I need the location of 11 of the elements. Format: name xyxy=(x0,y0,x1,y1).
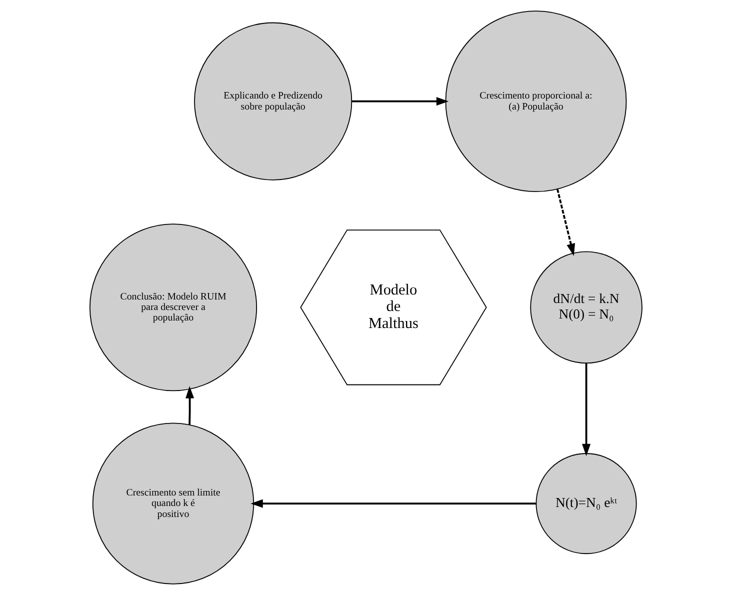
node-circle: Crescimento proporcional a: (a) População xyxy=(444,10,626,192)
arrow xyxy=(351,97,448,106)
node-circle: Crescimento sem limite quando k é positivo xyxy=(92,422,254,584)
arrow xyxy=(185,386,194,426)
arrow xyxy=(250,499,536,508)
arrow xyxy=(582,363,590,456)
node-circle: Conclusão: Modelo RUIM para descrever a população xyxy=(88,224,257,392)
node-circle: Explicando e Predizendo sobre população xyxy=(194,22,352,180)
node-circle: dN/dt = k.N N(0) = N₀ xyxy=(530,251,642,364)
arrow xyxy=(556,188,575,256)
node-circle: N(t)=N₀ eᵏᵗ xyxy=(535,453,636,554)
